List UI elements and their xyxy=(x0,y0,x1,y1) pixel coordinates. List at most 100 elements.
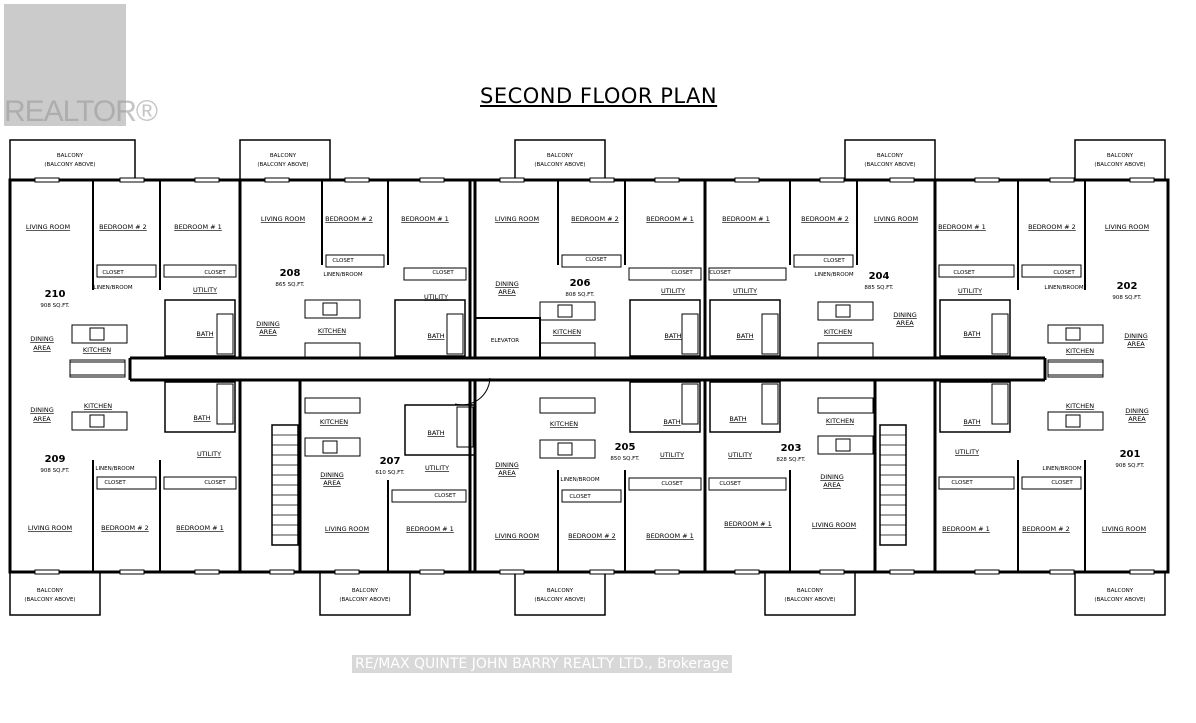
room-label-area: AREA xyxy=(1128,415,1146,423)
room-label-bath: BATH xyxy=(963,330,980,338)
bath xyxy=(629,299,701,357)
bath xyxy=(939,299,1011,357)
room-label-living-room: LIVING ROOM xyxy=(1105,223,1149,231)
room-label-bedroom-2: BEDROOM # 2 xyxy=(1022,525,1070,533)
balcony xyxy=(514,139,606,181)
door-swing xyxy=(454,377,491,406)
room-label-living-room: LIVING ROOM xyxy=(28,524,72,532)
room-label-dining: DINING xyxy=(893,311,917,319)
room-label-bedroom-2: BEDROOM # 2 xyxy=(801,215,849,223)
sink-icon xyxy=(1065,327,1081,341)
kitchen-island xyxy=(304,437,361,457)
room-label-bedroom-2: BEDROOM # 2 xyxy=(101,524,149,532)
room-label-bedroom-1: BEDROOM # 1 xyxy=(406,525,454,533)
closet xyxy=(938,264,1015,278)
room-label-utility: UTILITY xyxy=(733,287,757,295)
balcony-label: BALCONY xyxy=(797,588,824,594)
window xyxy=(654,569,680,575)
window xyxy=(734,177,760,183)
bathtub-icon xyxy=(216,313,234,355)
kitchen-counter xyxy=(304,397,361,414)
sink-icon xyxy=(322,302,338,316)
sink-icon xyxy=(89,327,105,341)
room-label-closet: CLOSET xyxy=(661,481,683,487)
brokerage-watermark: RE/MAX QUINTE JOHN BARRY REALTY LTD., Br… xyxy=(352,655,732,673)
room-label-closet: CLOSET xyxy=(204,480,226,486)
sink-icon xyxy=(835,438,851,452)
realtor-watermark: REALTOR® xyxy=(4,95,158,128)
bathtub-icon xyxy=(761,313,779,355)
bathtub-icon xyxy=(681,383,699,425)
unit-number: 205 xyxy=(615,442,636,453)
closet xyxy=(96,476,157,490)
bathtub-icon xyxy=(456,406,474,448)
room-label-bath: BATH xyxy=(427,332,444,340)
room-label-utility: UTILITY xyxy=(425,464,449,472)
balcony-label: BALCONY xyxy=(352,588,379,594)
room-label-living-room: LIVING ROOM xyxy=(325,525,369,533)
balcony-above-label: (BALCONY ABOVE) xyxy=(1094,597,1145,603)
unit-area: 850 SQ.FT. xyxy=(610,456,640,462)
unit-area: 808 SQ.FT. xyxy=(565,292,595,298)
bath xyxy=(164,381,236,433)
unit-number: 209 xyxy=(45,454,66,465)
room-label-bedroom-1: BEDROOM # 1 xyxy=(401,215,449,223)
window xyxy=(974,569,1000,575)
room-label-bedroom-1: BEDROOM # 1 xyxy=(646,532,694,540)
bath xyxy=(164,299,236,357)
unit-number: 207 xyxy=(380,456,401,467)
window xyxy=(419,177,445,183)
room-label-bedroom-2: BEDROOM # 2 xyxy=(99,223,147,231)
unit-area: 908 SQ.FT. xyxy=(1115,463,1145,469)
closet xyxy=(708,477,787,491)
room-label-kitchen: KITCHEN xyxy=(550,420,578,428)
room-label-dining: DINING xyxy=(495,280,519,288)
window xyxy=(819,177,845,183)
window xyxy=(264,177,290,183)
window xyxy=(974,177,1000,183)
room-label-kitchen: KITCHEN xyxy=(553,328,581,336)
room-label-linen-broom: LINEN/BROOM xyxy=(93,285,132,291)
room-label-closet: CLOSET xyxy=(104,480,126,486)
room-label-living-room: LIVING ROOM xyxy=(1102,525,1146,533)
balcony-label: BALCONY xyxy=(877,153,904,159)
window xyxy=(1129,177,1155,183)
room-label-dining: DINING xyxy=(1125,407,1149,415)
room-label-bath: BATH xyxy=(196,330,213,338)
room-label-kitchen: KITCHEN xyxy=(318,327,346,335)
room-label-linen-broom: LINEN/BROOM xyxy=(560,477,599,483)
window xyxy=(1049,569,1075,575)
unit-area: 908 SQ.FT. xyxy=(1112,295,1142,301)
room-label-closet: CLOSET xyxy=(953,270,975,276)
closet xyxy=(628,477,702,491)
balcony xyxy=(1074,139,1166,181)
plan-title: SECOND FLOOR PLAN xyxy=(480,84,718,108)
unit-area: 885 SQ.FT. xyxy=(864,285,894,291)
room-label-bedroom-1: BEDROOM # 1 xyxy=(176,524,224,532)
kitchen-island xyxy=(539,439,596,459)
room-label-closet: CLOSET xyxy=(432,270,454,276)
balcony-label: BALCONY xyxy=(57,153,84,159)
room-label-closet: CLOSET xyxy=(671,270,693,276)
room-label-utility: UTILITY xyxy=(193,286,217,294)
exterior-wall xyxy=(8,178,1170,574)
closet xyxy=(628,267,702,281)
room-label-utility: UTILITY xyxy=(958,287,982,295)
bathtub-icon xyxy=(991,313,1009,355)
sink-icon xyxy=(89,414,105,428)
balcony xyxy=(239,139,331,181)
kitchen-counter xyxy=(539,342,596,359)
closet xyxy=(561,254,622,268)
room-label-closet: CLOSET xyxy=(332,258,354,264)
unit-area: 610 SQ.FT. xyxy=(375,470,405,476)
balcony-label: BALCONY xyxy=(1107,588,1134,594)
kitchen-counter xyxy=(1047,361,1104,378)
elevator-shaft xyxy=(474,317,541,359)
bath xyxy=(404,404,476,456)
kitchen-island xyxy=(304,299,361,319)
room-label-utility: UTILITY xyxy=(660,451,684,459)
balcony xyxy=(9,139,136,181)
room-label-area: AREA xyxy=(33,415,51,423)
bath xyxy=(709,381,781,433)
room-label-kitchen: KITCHEN xyxy=(1066,347,1094,355)
